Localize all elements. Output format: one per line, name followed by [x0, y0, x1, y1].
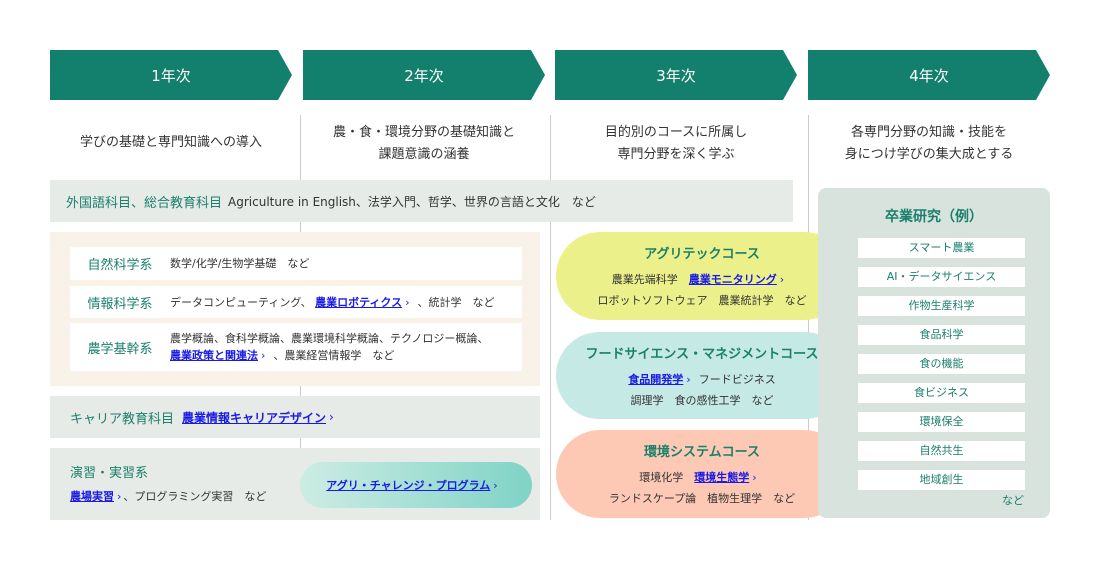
field-text: 、統計学 など [417, 295, 495, 309]
chevron-right-icon: › [329, 410, 334, 424]
course-agritech: アグリテックコース 農業先端科学 農業モニタリング› ロボットソフトウェア 農業… [556, 232, 848, 320]
year-2-header: 2年次 [303, 50, 545, 100]
field-text: 、農業経営情報学 など [273, 349, 395, 362]
agri-challenge-link[interactable]: アグリ・チャレンジ・プログラム [326, 479, 491, 492]
field-agri-core: 農学基幹系 農学概論、食科学概論、農業環境科学概論、テクノロジー概論、農業政策と関… [70, 323, 522, 371]
graduation-topic: 自然共生 [858, 441, 1025, 461]
graduation-topic: 食の機能 [858, 354, 1025, 374]
graduation-topic: 作物生産科学 [858, 296, 1025, 316]
env-ecology-link[interactable]: 環境生態学 [694, 471, 750, 484]
agri-policy-link[interactable]: 農業政策と関連法 [170, 349, 258, 362]
graduation-topic: 環境保全 [858, 412, 1025, 432]
career-label: キャリア教育科目 [70, 411, 175, 427]
intro-line: 目的別のコースに所属し [604, 125, 748, 140]
field-text: データコンピューティング、 [170, 295, 312, 309]
course-food-science: フードサイエンス・マネジメントコース 食品開発学› フードビジネス 調理学 食の感… [556, 332, 848, 419]
graduation-topic: 食ビジネス [858, 383, 1025, 403]
graduation-topic: AI・データサイエンス [858, 267, 1025, 287]
year-label: 1年次 [151, 66, 191, 85]
year-label: 2年次 [404, 66, 444, 85]
year-label: 4年次 [909, 66, 949, 85]
agri-monitoring-link[interactable]: 農業モニタリング [688, 273, 777, 286]
year-1-header: 1年次 [50, 50, 292, 100]
course-text: 環境化学 [639, 471, 684, 484]
graduation-topic: 食品科学 [858, 325, 1025, 345]
year-3-header: 3年次 [555, 50, 797, 100]
field-label: 情報科学系 [87, 296, 153, 312]
foreign-text: Agriculture in English、法学入門、哲学、世界の言語と文化 … [228, 194, 596, 209]
chevron-right-icon: › [752, 471, 757, 484]
course-title: フードサイエンス・マネジメントコース [585, 347, 819, 362]
intro-line: 身につけ学びの集大成とする [844, 147, 1014, 162]
food-development-link[interactable]: 食品開発学 [628, 373, 684, 386]
chevron-right-icon: › [779, 273, 785, 286]
agri-robotics-link[interactable]: 農業ロボティクス [315, 295, 403, 309]
course-text: ランドスケープ論 植物生理学 など [608, 492, 796, 505]
chevron-right-icon: › [405, 295, 410, 309]
practice-label: 演習・実習系 [70, 466, 149, 481]
field-label: 自然科学系 [87, 258, 153, 273]
field-information-science: 情報科学系 データコンピューティング、 農業ロボティクス› 、統計学 など [70, 286, 522, 318]
year-1-intro: 学びの基礎と専門知識への導入 [50, 132, 292, 154]
agri-challenge-button[interactable]: アグリ・チャレンジ・プログラム› [300, 462, 532, 508]
field-label: 農学基幹系 [87, 341, 153, 357]
graduation-title: 卒業研究（例） [885, 209, 983, 225]
chevron-right-icon: › [261, 349, 266, 362]
chevron-right-icon: › [686, 373, 691, 386]
year-2-intro: 農・食・環境分野の基礎知識と課題意識の涵養 [303, 122, 545, 166]
year-3-intro: 目的別のコースに所属し専門分野を深く学ぶ [555, 122, 797, 166]
farm-practice-link[interactable]: 農場実習 [70, 490, 114, 503]
career-design-link[interactable]: 農業情報キャリアデザイン [182, 410, 327, 425]
career-band: キャリア教育科目 農業情報キャリアデザイン› [50, 396, 540, 438]
practice-text: 、プログラミング実習 など [123, 490, 267, 503]
intro-line: 学びの基礎と専門知識への導入 [79, 135, 262, 150]
field-text: 数学/化学/生物学基礎 など [170, 257, 310, 270]
year-4-intro: 各専門分野の知識・技能を身につけ学びの集大成とする [808, 122, 1050, 166]
graduation-etc: など [1002, 494, 1024, 507]
practice-band: 演習・実習系 農場実習›、プログラミング実習 など アグリ・チャレンジ・プログラ… [50, 448, 540, 520]
course-environment: 環境システムコース 環境化学 環境生態学› ランドスケープ論 植物生理学 など [556, 430, 848, 518]
intro-line: 農・食・環境分野の基礎知識と [332, 125, 515, 140]
foreign-label: 外国語科目、総合教育科目 [66, 195, 223, 211]
chevron-right-icon: › [493, 478, 498, 492]
chevron-right-icon: › [117, 490, 122, 503]
course-text: フードビジネス [698, 373, 776, 386]
foreign-language-band: 外国語科目、総合教育科目 Agriculture in English、法学入門… [50, 180, 793, 222]
divider [550, 115, 551, 520]
field-text: 農学概論、食科学概論、農業環境科学概論、テクノロジー概論、 [170, 332, 489, 345]
course-title: アグリテックコース [644, 247, 760, 262]
graduation-topic: 地域創生 [858, 470, 1025, 490]
graduation-topic: スマート農業 [858, 238, 1025, 258]
course-text: 農業先端科学 [611, 273, 678, 286]
course-text: 調理学 食の感性工学 など [630, 394, 774, 407]
year-label: 3年次 [656, 66, 696, 85]
course-text: ロボットソフトウェア 農業統計学 など [597, 294, 807, 307]
intro-line: 専門分野を深く学ぶ [617, 147, 735, 162]
intro-line: 各専門分野の知識・技能を [850, 125, 1007, 140]
course-title: 環境システムコース [644, 445, 760, 460]
field-natural-science: 自然科学系 数学/化学/生物学基礎 など [70, 247, 522, 280]
year-4-header: 4年次 [808, 50, 1050, 100]
intro-line: 課題意識の涵養 [378, 147, 470, 162]
